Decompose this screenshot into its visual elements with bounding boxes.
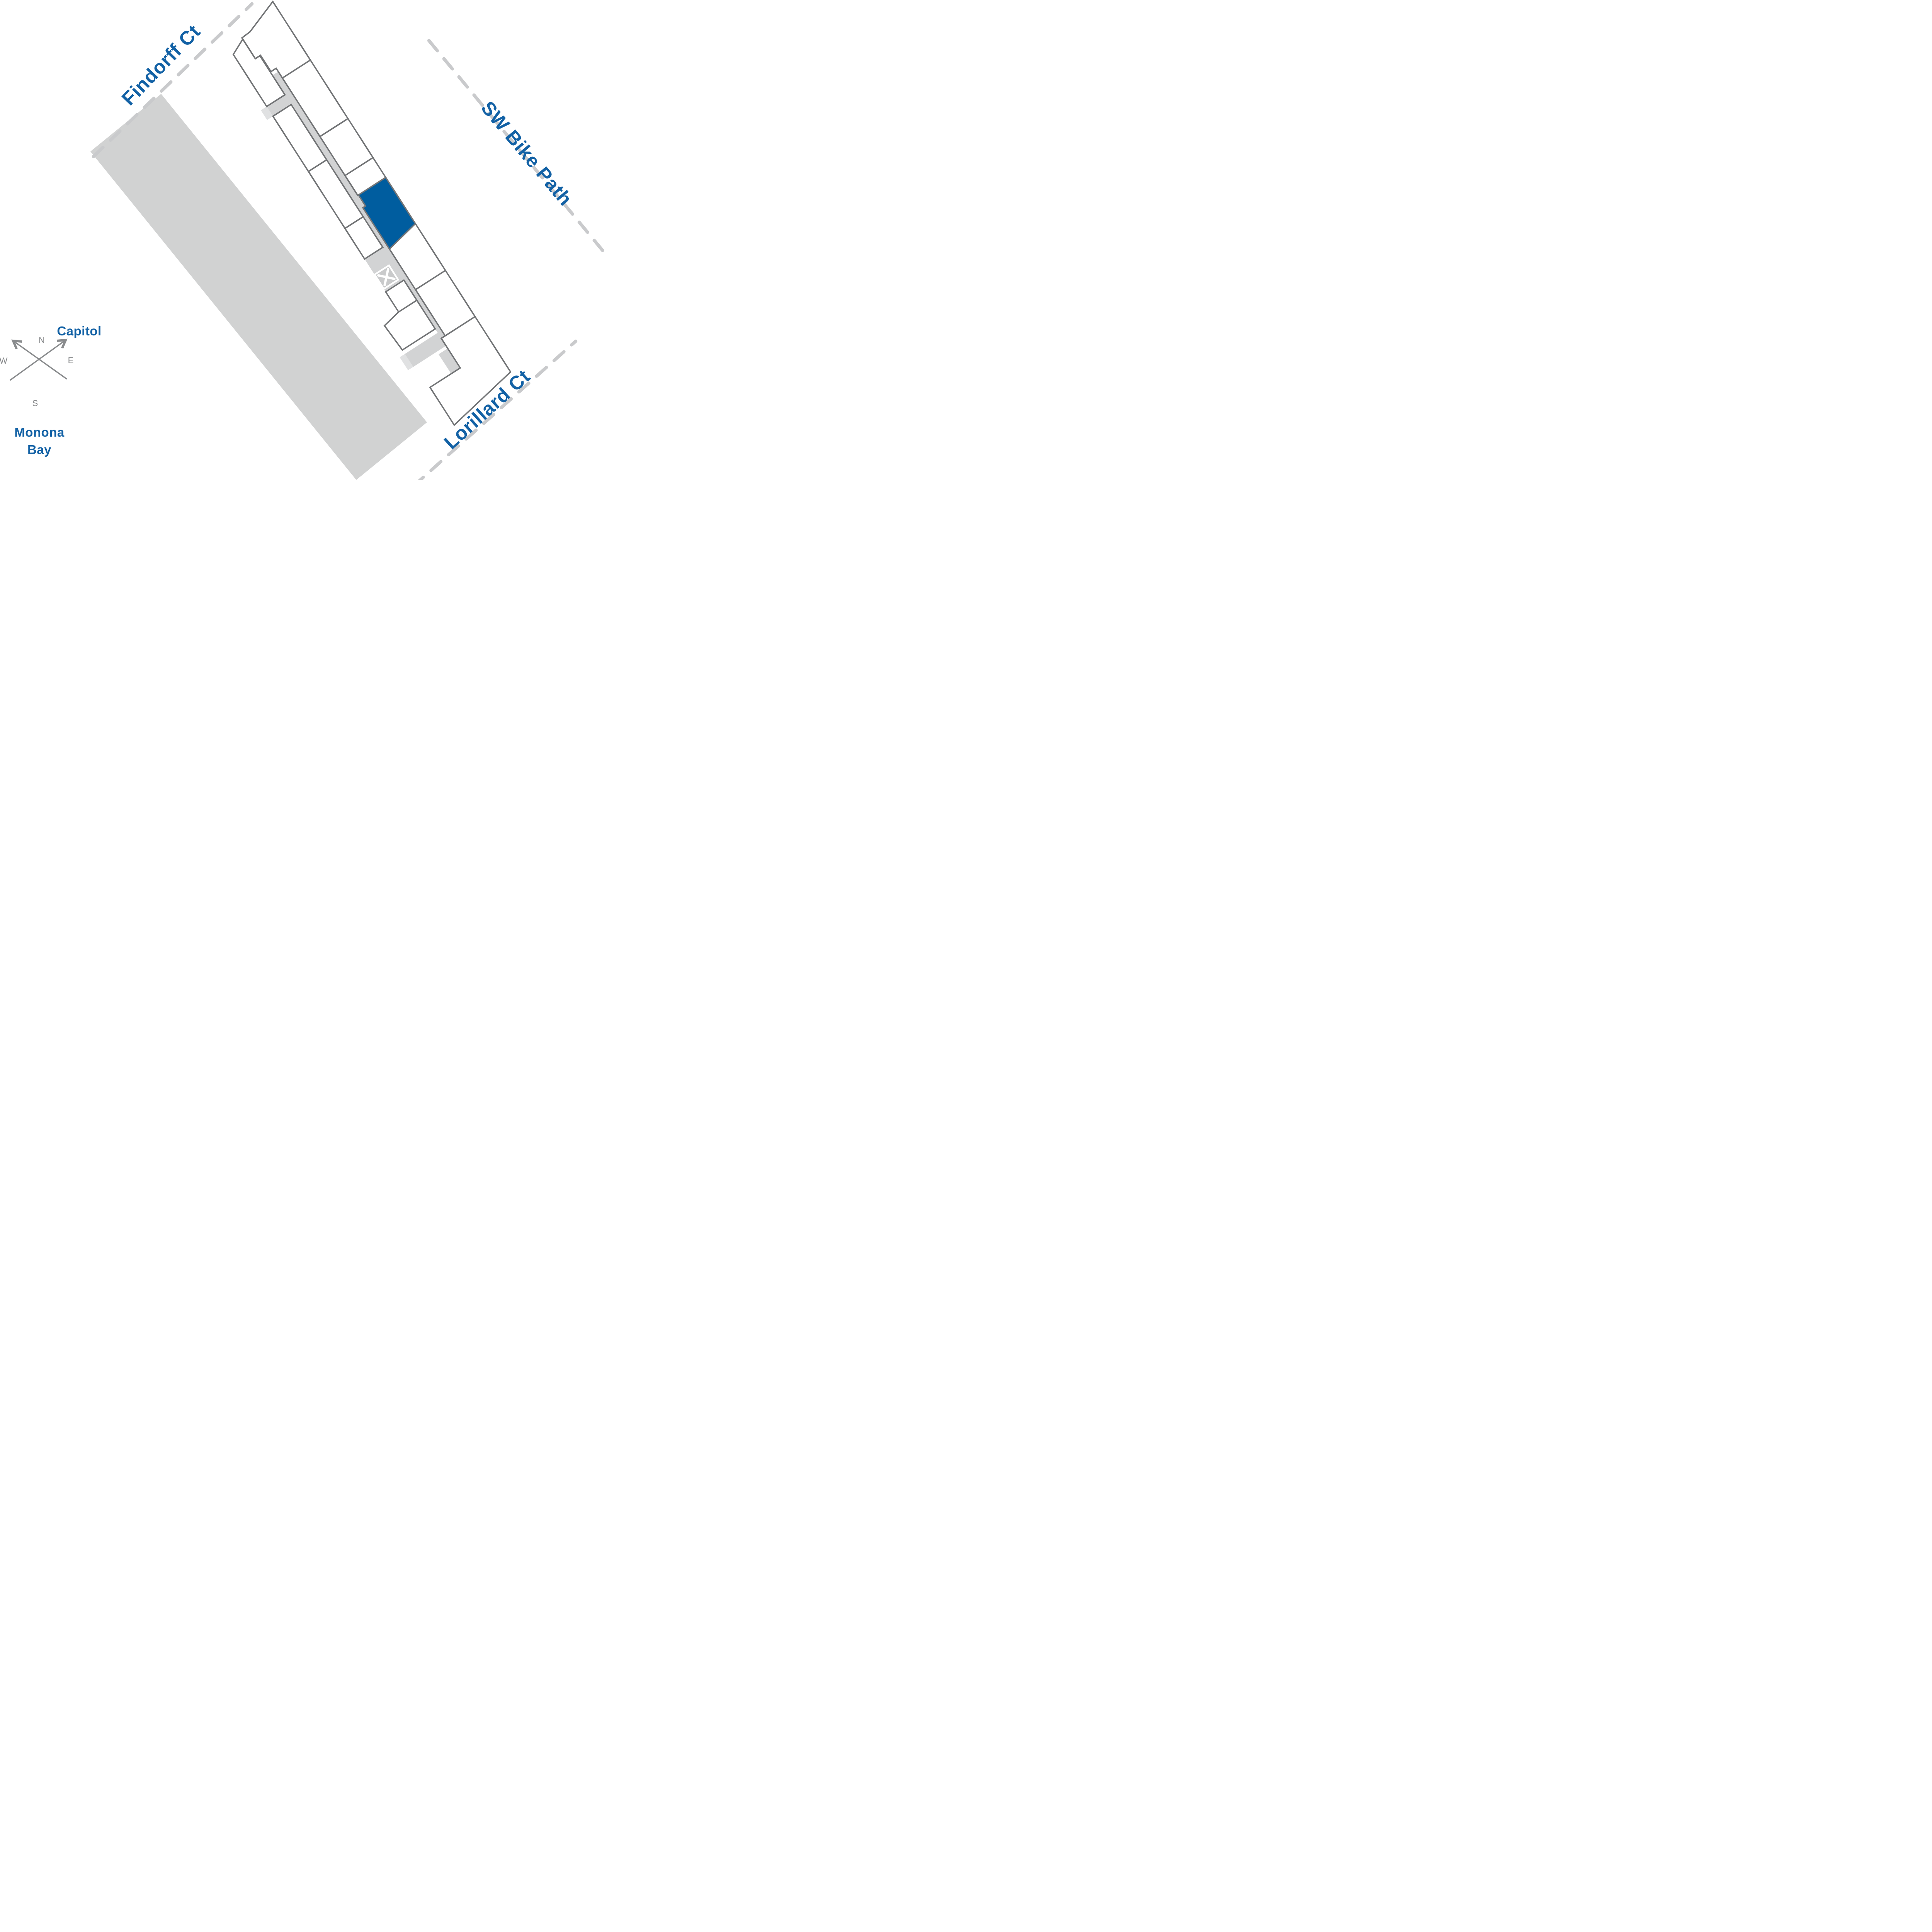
corridor-top-entry-stub	[261, 106, 273, 120]
label-monona-bay-line2: Bay	[27, 442, 51, 457]
compass: N E S W	[0, 335, 73, 408]
compass-axis-sw-ne	[10, 339, 66, 381]
elevator-x-icon	[377, 268, 396, 286]
lorillard-street-dash-line	[418, 339, 578, 480]
street-label-bike-path: SW Bike Path	[477, 97, 577, 210]
highlighted-unit[interactable]	[356, 176, 419, 250]
compass-label-west: W	[0, 356, 8, 366]
compass-arrowhead-ne-icon	[56, 338, 68, 349]
compass-label-south: S	[32, 398, 38, 408]
findorff-street-dash-line	[92, 2, 254, 158]
building-footprint	[232, 0, 512, 426]
bike-path-dash-line	[427, 39, 605, 257]
corridor-tail	[439, 347, 463, 373]
site-plan-map: N E S W Capitol Monona Bay Findorff Ct S…	[0, 0, 605, 480]
compass-label-north: N	[39, 335, 45, 345]
elevator-box	[373, 264, 400, 290]
site-plan-svg: N E S W Capitol Monona Bay Findorff Ct S…	[0, 0, 605, 480]
corridor-bottom-arm	[405, 331, 449, 367]
compass-arrowhead-nw-icon	[11, 339, 22, 350]
corridor-top-arm	[267, 93, 294, 116]
compass-axis-se-nw	[13, 340, 67, 380]
unit-sw-6	[383, 299, 436, 351]
corridor-bottom-entry-stub	[400, 354, 413, 371]
unit-sw-1	[232, 38, 286, 108]
unit-sw-4	[344, 216, 384, 260]
label-capitol: Capitol	[57, 324, 101, 338]
label-monona-bay-line1: Monona	[14, 425, 65, 439]
adjacent-block	[90, 94, 427, 480]
compass-label-east: E	[68, 355, 74, 365]
unit-southeast-end	[429, 315, 512, 426]
